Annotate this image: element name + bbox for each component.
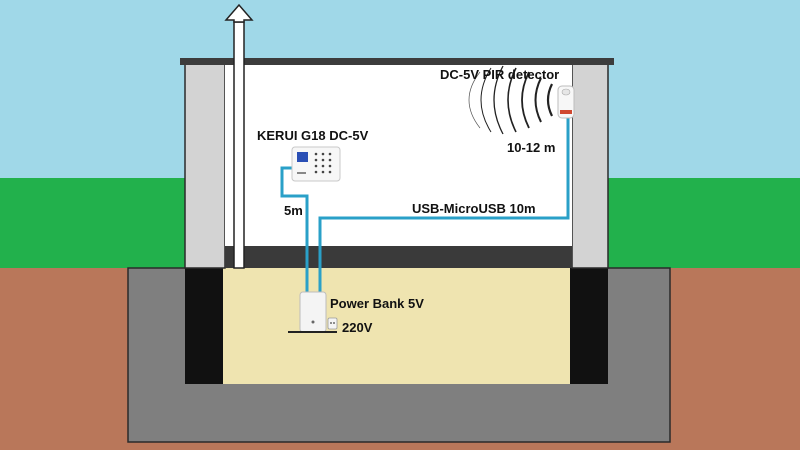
floor-slab <box>225 246 572 268</box>
roof <box>180 58 614 65</box>
alarm-panel-label: KERUI G18 DC-5V <box>257 128 369 143</box>
shelf-line <box>288 331 337 333</box>
power-bank-icon <box>299 291 327 333</box>
range-label: 10-12 m <box>507 140 555 155</box>
cable-5m <box>280 166 309 295</box>
pir-detector-label: DC-5V PIR detector <box>440 67 559 82</box>
keypad-panel-icon <box>291 146 341 182</box>
mains-voltage-label: 220V <box>342 320 373 335</box>
power-socket-icon <box>327 317 338 330</box>
house-wall-right <box>571 63 609 269</box>
basement-wall-right <box>570 268 608 384</box>
cable-usb-microusb <box>318 118 570 295</box>
cable-usb-label: USB-MicroUSB 10m <box>412 201 536 216</box>
signal-waves-icon <box>468 65 553 135</box>
cable-5m-label: 5m <box>284 203 303 218</box>
arrow-up-icon <box>224 3 254 269</box>
basement-interior <box>223 268 570 384</box>
power-bank-label: Power Bank 5V <box>330 296 424 311</box>
basement-wall-left <box>185 268 223 384</box>
room-interior <box>225 64 572 246</box>
house-wall-left <box>184 63 226 269</box>
motion-sensor-icon <box>557 85 575 119</box>
